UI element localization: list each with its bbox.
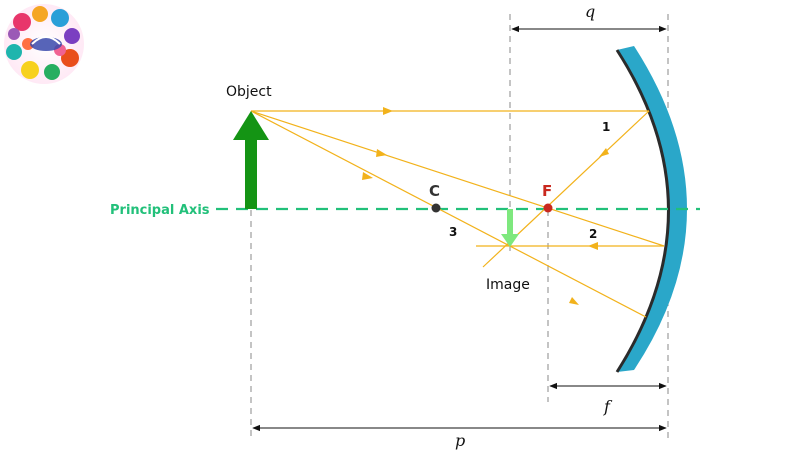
object-label: Object bbox=[226, 84, 272, 100]
dimension-p-label: p bbox=[455, 431, 465, 450]
ray-3-incident bbox=[250, 110, 647, 318]
ray-2-incident bbox=[250, 110, 665, 247]
center-of-curvature-point bbox=[431, 203, 441, 213]
focal-point bbox=[543, 203, 553, 213]
rays bbox=[250, 110, 665, 318]
colorful-swirl-logo-icon bbox=[4, 4, 84, 84]
image-arrow-icon bbox=[501, 209, 519, 247]
dimension-q-label: q bbox=[585, 2, 595, 21]
ray-2-label: 2 bbox=[589, 227, 597, 241]
concave-mirror bbox=[615, 46, 687, 373]
ray-1-label: 1 bbox=[602, 120, 610, 134]
image-label: Image bbox=[486, 277, 530, 293]
principal-axis-label: Principal Axis bbox=[110, 203, 210, 218]
focus-label: F bbox=[542, 182, 552, 200]
ray-3-label: 3 bbox=[449, 225, 457, 239]
ray-arrowheads bbox=[362, 107, 609, 305]
object-arrow-icon bbox=[233, 111, 269, 209]
center-label: C bbox=[429, 182, 440, 200]
dimension-f-label: f bbox=[603, 397, 613, 416]
